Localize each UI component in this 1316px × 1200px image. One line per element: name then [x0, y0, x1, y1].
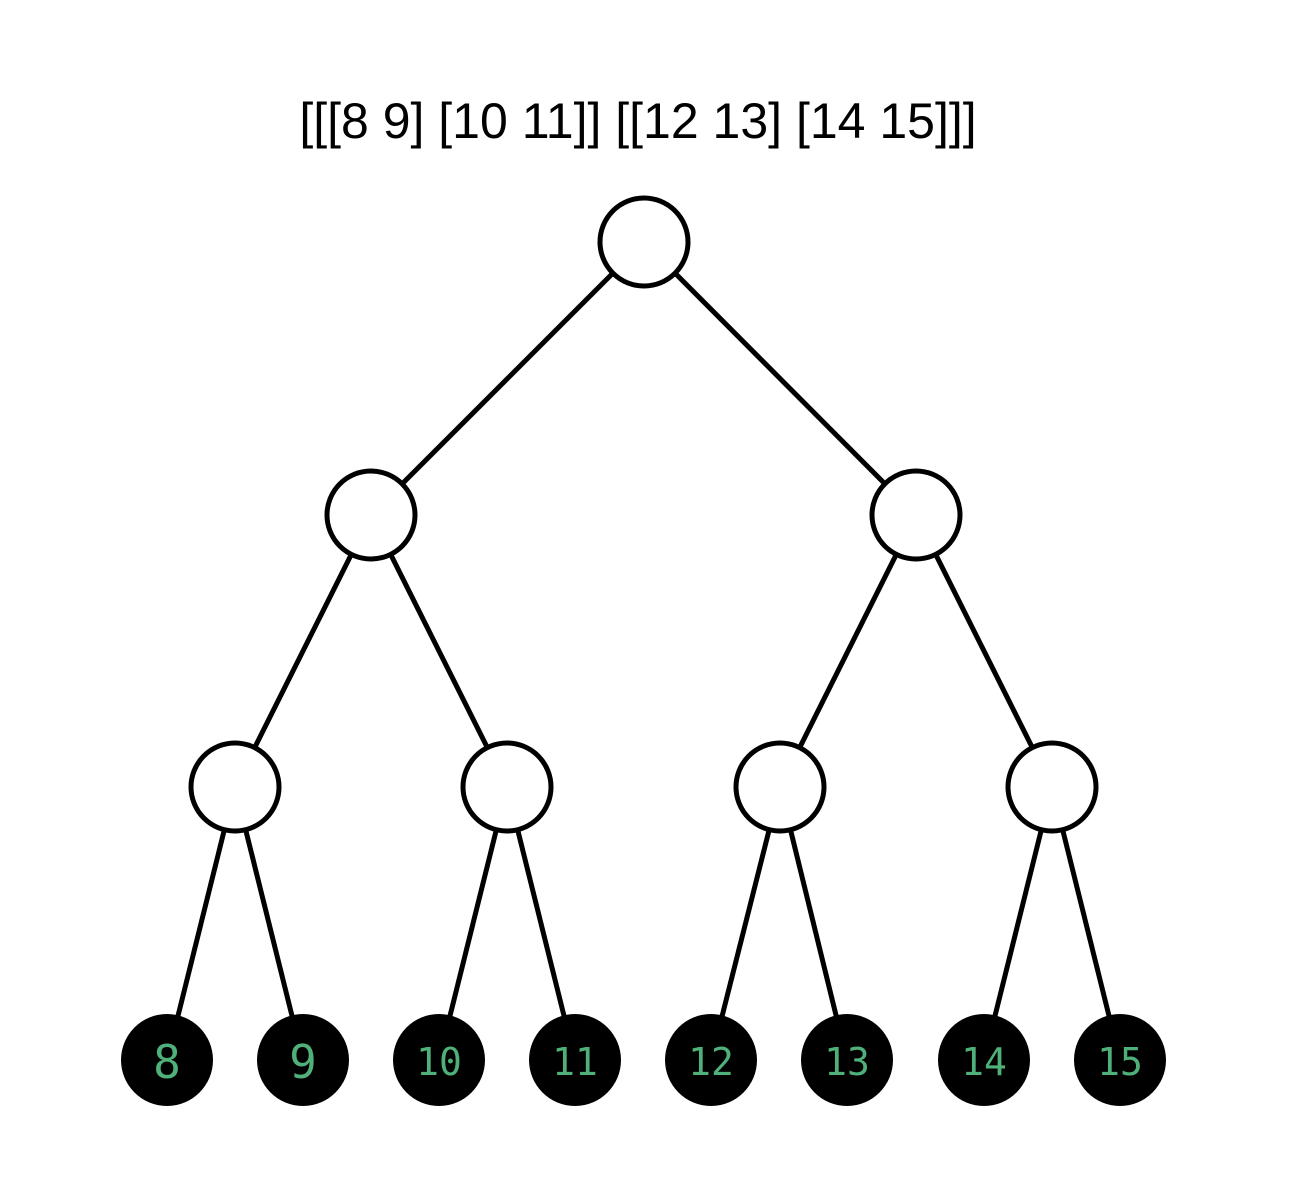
tree-edge-l1-0-right	[388, 553, 490, 749]
leaf-label: 8	[153, 1035, 181, 1089]
tree-edge-l2-0-right	[243, 829, 295, 1018]
leaf-node: 8	[121, 1014, 213, 1106]
internal-node-l2-0	[188, 740, 282, 834]
tree-edge-l2-1-left	[447, 829, 499, 1018]
leaf-label: 9	[289, 1035, 317, 1089]
leaf-label: 12	[688, 1040, 734, 1084]
tree-edge-l2-2-left	[719, 829, 772, 1018]
leaf-node: 10	[393, 1014, 485, 1106]
leaf-label: 10	[416, 1040, 462, 1084]
tree-edge-l2-3-left	[992, 829, 1044, 1018]
internal-node-l1-1	[869, 468, 963, 562]
internal-node-l2-2	[733, 740, 827, 834]
leaf-label: 15	[1097, 1040, 1143, 1084]
tree-edge-l0-0-right	[673, 271, 887, 486]
leaf-label: 11	[552, 1040, 598, 1084]
tree-edge-l2-3-right	[1060, 829, 1112, 1018]
tree-edge-l0-0-left	[400, 271, 615, 486]
tree-edge-l1-1-left	[797, 553, 899, 749]
tree-edge-l1-1-right	[933, 553, 1035, 749]
leaf-node: 11	[529, 1014, 621, 1106]
tree-nodes: 8 9 10 11 12 13 14 15	[121, 195, 1166, 1106]
leaf-circle	[529, 1014, 621, 1106]
internal-node-l2-1	[460, 740, 554, 834]
leaf-node: 12	[665, 1014, 757, 1106]
leaf-circle	[121, 1014, 213, 1106]
internal-node-l2-3	[1005, 740, 1099, 834]
tree-edges	[175, 271, 1112, 1018]
internal-node-l0-0	[597, 195, 691, 289]
leaf-circle	[1074, 1014, 1166, 1106]
leaf-node: 14	[938, 1014, 1030, 1106]
tree-edge-l2-0-left	[175, 829, 227, 1018]
leaf-node: 13	[801, 1014, 893, 1106]
tree-edge-l2-2-right	[788, 829, 839, 1018]
leaf-node: 15	[1074, 1014, 1166, 1106]
leaf-circle	[665, 1014, 757, 1106]
tree-edge-l1-0-left	[252, 553, 354, 749]
tree-edge-l2-1-right	[515, 829, 567, 1018]
leaf-label: 14	[961, 1040, 1007, 1084]
leaf-circle	[257, 1014, 349, 1106]
leaf-node: 9	[257, 1014, 349, 1106]
leaf-label: 13	[824, 1040, 870, 1084]
internal-node-l1-0	[324, 468, 418, 562]
leaf-circle	[801, 1014, 893, 1106]
leaf-circle	[938, 1014, 1030, 1106]
leaf-circle	[393, 1014, 485, 1106]
array-title: [[[8 9] [10 11]] [[12 13] [14 15]]]	[299, 93, 977, 149]
